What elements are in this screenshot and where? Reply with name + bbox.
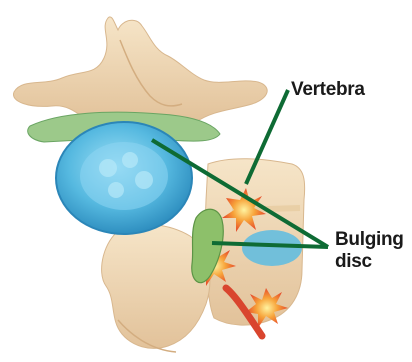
label-bulging-disc: Bulging disc [335, 229, 411, 273]
intervertebral-disc [56, 122, 192, 234]
label-vertebra: Vertebra [291, 79, 365, 101]
label-bulging-line2: disc [335, 251, 411, 273]
label-bulging-line1: Bulging [335, 229, 411, 251]
upper-vertebra [13, 17, 267, 122]
